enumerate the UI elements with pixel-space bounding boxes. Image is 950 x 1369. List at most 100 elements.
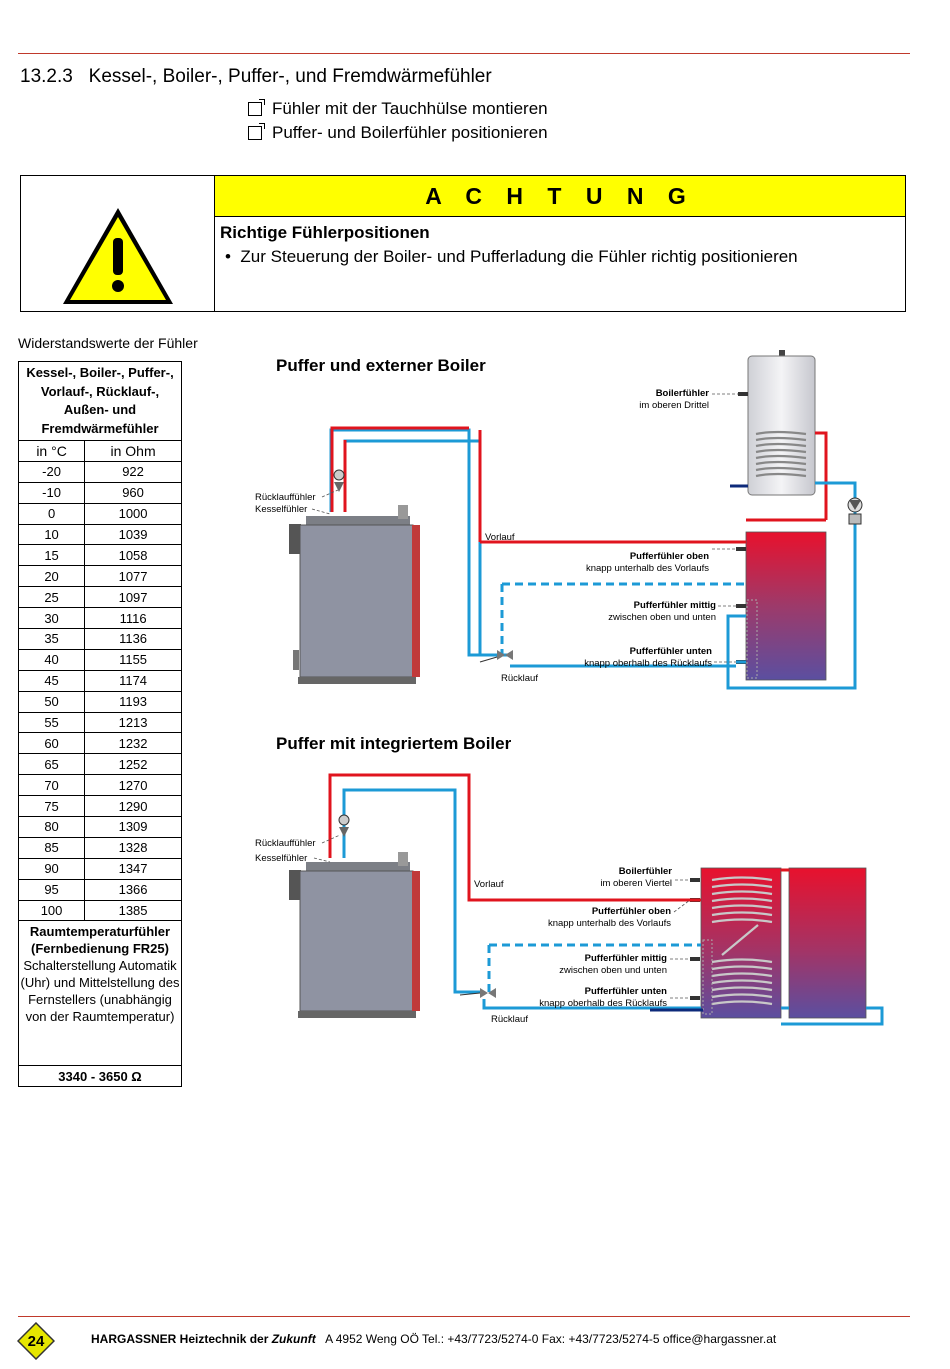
temp-cell: 45 bbox=[17, 669, 86, 692]
ohm-cell: 922 bbox=[84, 460, 182, 483]
diagram-2: Puffer mit integriertem Boiler bbox=[255, 734, 884, 1026]
top-rule bbox=[18, 53, 910, 54]
temp-cell: 100 bbox=[17, 899, 86, 922]
label-buffer-top-2: Pufferfühler oben bbox=[592, 906, 671, 917]
label-return-sensor-2: Rücklauffühler bbox=[255, 838, 316, 849]
page-number: 24 bbox=[28, 1333, 45, 1350]
flow-pipe-1 bbox=[330, 426, 469, 512]
ohm-cell: 1385 bbox=[84, 899, 182, 922]
bottom-rule bbox=[18, 1316, 910, 1317]
checklist: Fühler mit der Tauchhülse montieren Puff… bbox=[248, 97, 548, 145]
buffer-tank-1 bbox=[736, 531, 827, 681]
sensor-group-header: Kessel-, Boiler-, Puffer-, Vorlauf-, Rüc… bbox=[18, 361, 182, 441]
temp-cell: -10 bbox=[17, 481, 86, 504]
svg-text:knapp oberhalb des Rücklaufs: knapp oberhalb des Rücklaufs bbox=[539, 998, 667, 1009]
room-sensor-title: Raumtemperaturfühler (Fernbedienung FR25… bbox=[29, 924, 171, 957]
buffer-tank-integrated bbox=[690, 867, 782, 1019]
checkbox-icon bbox=[248, 99, 265, 116]
col-temp-header: in °C bbox=[17, 440, 86, 462]
room-sensor-cell: Raumtemperaturfühler (Fernbedienung FR25… bbox=[18, 920, 182, 1067]
label-buffer-mid: Pufferfühler mittig bbox=[634, 600, 717, 611]
room-sensor-note: Schalterstellung Automatik (Uhr) und Mit… bbox=[20, 958, 180, 1025]
svg-text:knapp oberhalb des Rücklaufs: knapp oberhalb des Rücklaufs bbox=[584, 658, 712, 669]
external-boiler bbox=[738, 350, 816, 496]
temp-cell: 90 bbox=[17, 857, 86, 880]
svg-text:im oberen Viertel: im oberen Viertel bbox=[600, 878, 672, 889]
svg-text:im oberen Drittel: im oberen Drittel bbox=[639, 400, 709, 411]
diagram-1-title: Puffer und externer Boiler bbox=[276, 356, 486, 375]
checkbox-icon bbox=[248, 123, 265, 140]
ohm-cell: 1097 bbox=[84, 586, 182, 609]
label-boiler-sensor: Boilerfühler bbox=[656, 388, 710, 399]
label-boiler-sensor-2: Boilerfühler bbox=[619, 866, 673, 877]
footer-contact: A 4952 Weng OÖ Tel.: +43/7723/5274-0 Fax… bbox=[325, 1332, 777, 1346]
page-number-badge: 24 bbox=[16, 1321, 56, 1365]
label-return: Rücklauf bbox=[501, 673, 538, 684]
svg-text:zwischen oben und unten: zwischen oben und unten bbox=[559, 965, 667, 976]
mixing-valve-2 bbox=[459, 988, 496, 998]
temp-cell: 30 bbox=[17, 607, 86, 630]
label-kessel-sensor-2: Kesselfühler bbox=[255, 853, 307, 864]
svg-text:knapp unterhalb des Vorlaufs: knapp unterhalb des Vorlaufs bbox=[586, 563, 709, 574]
footer-brand-italic: Zukunft bbox=[271, 1332, 316, 1346]
diagram-2-title: Puffer mit integriertem Boiler bbox=[276, 734, 512, 753]
label-kessel-sensor: Kesselfühler bbox=[255, 504, 307, 515]
section-title: 13.2.3 Kessel-, Boiler-, Puffer-, und Fr… bbox=[20, 66, 492, 88]
footer-text: HARGASSNER Heiztechnik der Zukunft A 495… bbox=[91, 1332, 776, 1346]
ohm-cell: 1136 bbox=[84, 628, 182, 650]
ohm-cell: 960 bbox=[84, 481, 182, 504]
buffer-tank-2 bbox=[788, 867, 867, 1019]
label-buffer-mid-2: Pufferfühler mittig bbox=[585, 953, 668, 964]
warning-bullet: • Zur Steuerung der Boiler- und Pufferla… bbox=[225, 247, 798, 266]
label-flow: Vorlauf bbox=[485, 532, 515, 543]
checklist-item: Puffer- und Boilerfühler positionieren bbox=[248, 121, 548, 145]
label-return-sensor: Rücklauffühler bbox=[255, 492, 316, 503]
thermo-valve-icon bbox=[338, 814, 350, 837]
section-heading: Kessel-, Boiler-, Puffer-, und Fremdwärm… bbox=[88, 66, 492, 87]
ohm-cell: 1270 bbox=[84, 774, 182, 797]
label-buffer-bottom-2: Pufferfühler unten bbox=[585, 986, 668, 997]
ohm-cell: 1193 bbox=[84, 690, 182, 713]
mixing-valve-1 bbox=[479, 650, 513, 663]
diagram-1: Puffer und externer Boiler bbox=[255, 350, 863, 690]
warning-icon bbox=[21, 176, 215, 311]
ohm-cell: 1077 bbox=[84, 565, 182, 588]
label-flow-2: Vorlauf bbox=[474, 879, 504, 890]
warning-subheading: Richtige Fühlerpositionen bbox=[220, 223, 430, 242]
section-number: 13.2.3 bbox=[20, 66, 73, 87]
label-buffer-top: Pufferfühler oben bbox=[630, 551, 709, 562]
ohm-cell: 1309 bbox=[84, 816, 182, 838]
boiler-unit-2 bbox=[289, 852, 420, 1018]
return-pipe-2 bbox=[342, 788, 480, 994]
svg-text:zwischen oben und unten: zwischen oben und unten bbox=[608, 612, 716, 623]
table-caption: Widerstandswerte der Fühler bbox=[18, 335, 198, 351]
ohm-cell: 1213 bbox=[84, 711, 182, 734]
resistance-table: Kessel-, Boiler-, Puffer-, Vorlauf-, Rüc… bbox=[17, 361, 182, 1088]
room-sensor-value: 3340 - 3650 Ω bbox=[18, 1065, 182, 1088]
temp-cell: -20 bbox=[17, 460, 86, 483]
label-return-2: Rücklauf bbox=[491, 1014, 528, 1025]
checklist-item: Fühler mit der Tauchhülse montieren bbox=[248, 97, 548, 121]
ohm-cell: 1058 bbox=[84, 544, 182, 567]
ohm-cell: 1174 bbox=[84, 669, 182, 692]
col-ohm-header: in Ohm bbox=[84, 440, 182, 462]
svg-text:knapp unterhalb des Vorlaufs: knapp unterhalb des Vorlaufs bbox=[548, 918, 671, 929]
ohm-cell: 1155 bbox=[84, 648, 182, 671]
flow-pipe-2 bbox=[328, 773, 701, 902]
warning-box: A C H T U N G Richtige Fühlerpositionen … bbox=[20, 175, 906, 312]
